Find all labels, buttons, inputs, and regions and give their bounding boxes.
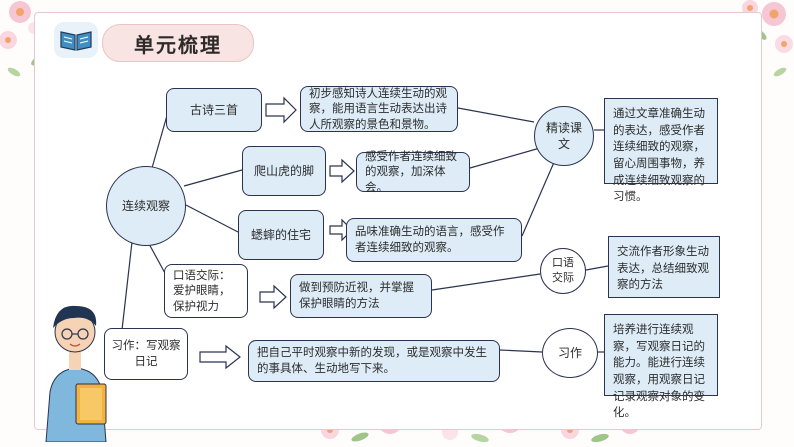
desc-text: 感受作者连续细致的观察，加深体会。 bbox=[365, 148, 457, 194]
panel-oral-communication: 交流作者形象生动表达，总结细致观察的方法 bbox=[608, 236, 720, 298]
node-continuous-observation: 连续观察 bbox=[106, 166, 186, 246]
node-label: 口语交际： 爱护眼睛， 保护视力 bbox=[173, 267, 231, 313]
panel-intensive-reading: 通过文章准确生动的表达，感受作者连续细致的观察，留心周围事物，养成连续细致观察的… bbox=[604, 98, 718, 203]
page-title-text: 单元梳理 bbox=[134, 32, 222, 57]
desc-three-ancient-poems: 初步感知诗人连续生动的观察，能用语言生动表达出诗人所观察的景色和景物。 bbox=[300, 86, 458, 132]
node-label: 爬山虎的脚 bbox=[253, 163, 314, 178]
teacher-illustration bbox=[45, 305, 107, 442]
node-oral-circle: 口语交际 bbox=[540, 248, 586, 294]
node-cricket-house: 蟋蟀的住宅 bbox=[238, 210, 324, 260]
node-label: 连续观察 bbox=[121, 198, 170, 213]
panel-writing: 培养进行连续观察，写观察日记的能力。能进行连续观察，用观察日记记录观察对象的变化… bbox=[604, 314, 718, 419]
panel-text: 培养进行连续观察，写观察日记的能力。能进行连续观察，用观察日记记录观察对象的变化… bbox=[613, 322, 705, 420]
desc-text: 做到预防近视，并掌握保护眼睛的方法 bbox=[299, 280, 414, 310]
desc-oral-communication: 做到预防近视，并掌握保护眼睛的方法 bbox=[290, 274, 432, 318]
node-writing-circle: 习作 bbox=[542, 328, 598, 378]
node-ivy-feet: 爬山虎的脚 bbox=[242, 146, 326, 196]
node-oral-communication: 口语交际： 爱护眼睛， 保护视力 bbox=[164, 264, 248, 318]
desc-writing-diary: 把自己平时观察中新的发现，或是观察中发生的事具体、生动地写下来。 bbox=[248, 340, 500, 382]
node-label: 口语交际 bbox=[552, 256, 574, 284]
node-intensive-reading: 精读课文 bbox=[534, 106, 594, 166]
desc-cricket-house: 品味准确生动的语言，感受作者连续细致的观察。 bbox=[346, 218, 522, 262]
node-label: 习作 bbox=[557, 345, 582, 360]
node-label: 蟋蟀的住宅 bbox=[250, 227, 311, 242]
node-label: 习作：写观察日记 bbox=[111, 338, 181, 368]
desc-text: 品味准确生动的语言，感受作者连续细致的观察。 bbox=[355, 224, 505, 254]
node-label: 精读课文 bbox=[545, 120, 582, 151]
desc-text: 初步感知诗人连续生动的观察，能用语言生动表达出诗人所观察的景色和景物。 bbox=[309, 85, 447, 131]
page-title: 单元梳理 bbox=[102, 24, 254, 62]
node-writing-diary: 习作：写观察日记 bbox=[104, 328, 188, 380]
desc-text: 把自己平时观察中新的发现，或是观察中发生的事具体、生动地写下来。 bbox=[257, 345, 487, 375]
node-label: 古诗三首 bbox=[189, 102, 238, 117]
panel-text: 通过文章准确生动的表达，感受作者连续细致的观察，留心周围事物，养成连续细致观察的… bbox=[613, 106, 705, 204]
open-book-icon bbox=[54, 22, 98, 58]
desc-ivy-feet: 感受作者连续细致的观察，加深体会。 bbox=[356, 149, 470, 194]
panel-text: 交流作者形象生动表达，总结细致观察的方法 bbox=[617, 244, 709, 292]
node-three-ancient-poems: 古诗三首 bbox=[166, 88, 262, 132]
